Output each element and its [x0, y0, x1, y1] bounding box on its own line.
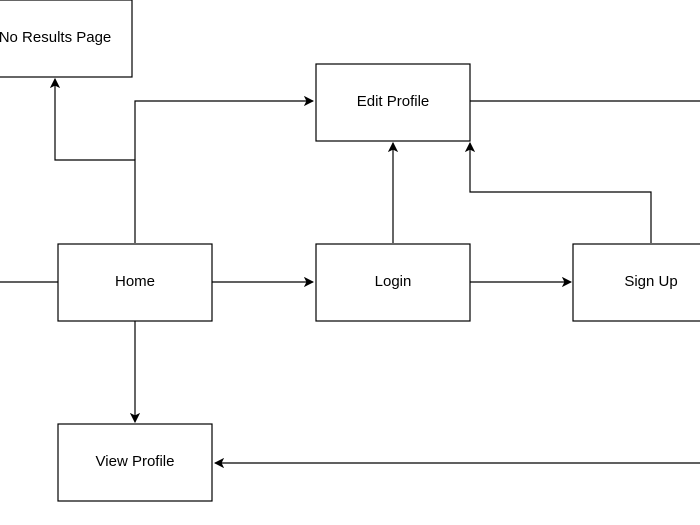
node-login-label: Login	[375, 273, 412, 290]
node-sign-up-box	[572, 243, 700, 322]
edge-home-to-edit-profile	[134, 101, 313, 160]
edge-home-to-no-results	[55, 79, 136, 243]
node-edit-profile-box	[315, 63, 471, 142]
node-view-profile-label: View Profile	[96, 453, 175, 470]
node-home-box	[57, 243, 213, 322]
node-sign-up-label: Sign Up	[624, 273, 677, 290]
node-home-label: Home	[115, 273, 155, 290]
node-login-box	[315, 243, 471, 322]
node-view-profile[interactable]: View Profile	[57, 423, 213, 502]
node-no-results-page-label: No Results Page	[0, 29, 111, 46]
node-no-results-page[interactable]: No Results Page	[0, 0, 133, 78]
node-no-results-page-box	[0, 0, 133, 78]
edge-sign-up-to-edit-profile	[470, 143, 652, 243]
node-edit-profile-label: Edit Profile	[357, 93, 430, 110]
node-sign-up[interactable]: Sign Up	[572, 243, 700, 322]
node-view-profile-box	[57, 423, 213, 502]
edges	[0, 79, 700, 463]
node-login[interactable]: Login	[315, 243, 471, 322]
node-home[interactable]: Home	[57, 243, 213, 322]
node-edit-profile[interactable]: Edit Profile	[315, 63, 471, 142]
